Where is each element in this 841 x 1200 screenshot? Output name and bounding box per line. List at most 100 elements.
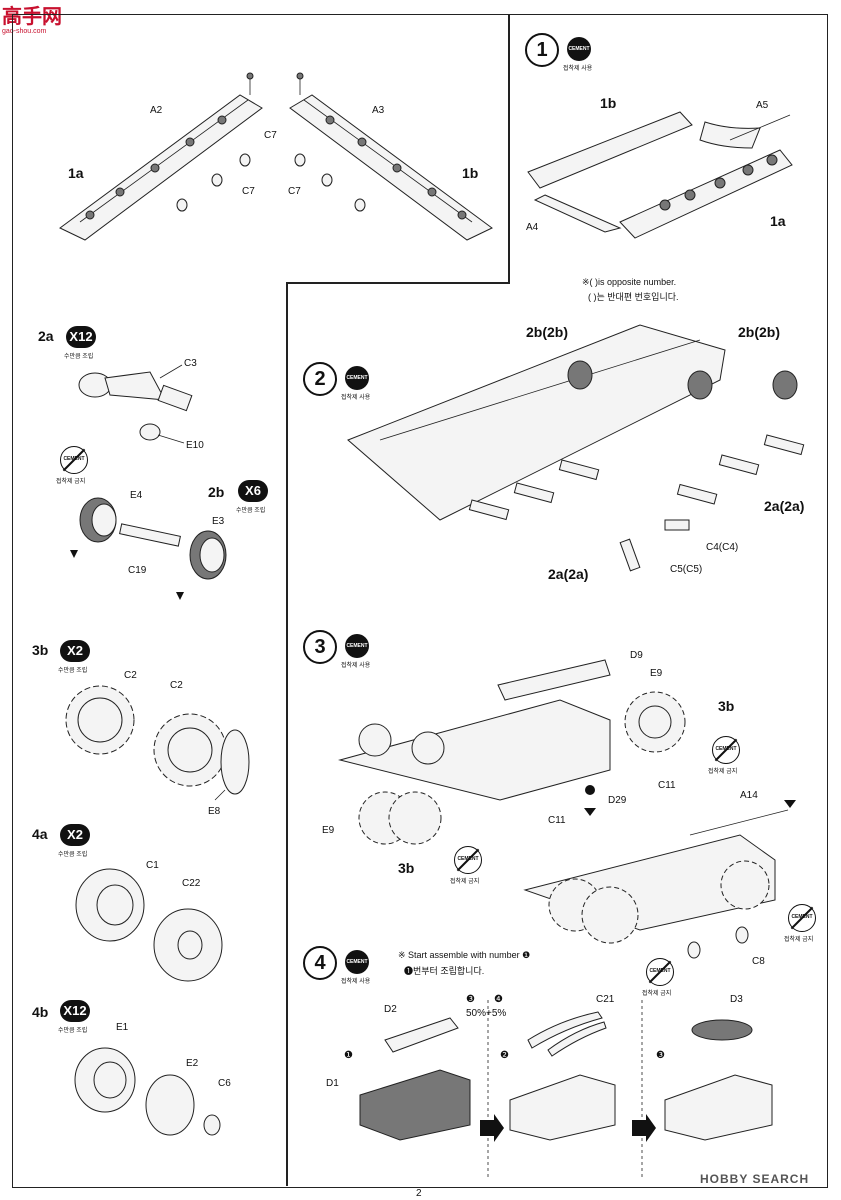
step1-label-a4: A4 xyxy=(526,222,539,233)
step3-part-d9: D9 xyxy=(630,650,643,661)
sub2b-part-e3: E3 xyxy=(212,516,225,527)
sub4b-part-e2: E2 xyxy=(186,1058,199,1069)
step4-note-en: ※ Start assemble with number ❶ xyxy=(398,950,531,960)
cement-icon-step4: CEMENT xyxy=(345,950,369,974)
step2-label-2b-left: 2b(2b) xyxy=(526,324,568,340)
step3-label-3b-right: 3b xyxy=(718,698,735,714)
page-number: 2 xyxy=(416,1188,422,1199)
divider-vertical-top xyxy=(508,14,510,282)
brand-logo: 高手网 gao-shou.com xyxy=(2,6,62,35)
no-cement-caption-3-left: 접착제 금지 xyxy=(450,879,480,885)
step1-plates-drawing xyxy=(59,72,493,241)
sub2b-multiplier-badge: X6 xyxy=(238,480,268,502)
sub4a-build-caption: 수만큼 조립 xyxy=(58,852,88,858)
step4-subnum-3: ❸ xyxy=(656,1050,665,1061)
cement-use-caption-step3: 접착제 사용 xyxy=(341,663,371,669)
step1-number: 1 xyxy=(525,33,559,67)
cement-use-caption-step1: 접착제 사용 xyxy=(563,66,593,72)
sub1a-label: 1a xyxy=(68,165,84,181)
sub4b-part-e1: E1 xyxy=(116,1022,129,1033)
step4-mark-3: ❸ xyxy=(466,994,475,1005)
cement-icon-step2: CEMENT xyxy=(345,366,369,390)
cement-use-caption-step2: 접착제 사용 xyxy=(341,395,371,401)
step4-part-c21: C21 xyxy=(596,994,615,1005)
step1-label-1b: 1b xyxy=(600,95,617,111)
step3-part-e9-left: E9 xyxy=(322,825,335,836)
step2-label-2b-right: 2b(2b) xyxy=(738,324,780,340)
brand-logo-sub: gao-shou.com xyxy=(2,28,47,35)
page-frame xyxy=(12,14,828,1188)
step4-mark-4: ❹ xyxy=(494,994,503,1005)
no-cement-icon-3-c8: CEMENT xyxy=(788,904,816,932)
sub3b-part-c2-1: C2 xyxy=(124,670,137,681)
sub4a-part-c1: C1 xyxy=(146,860,159,871)
no-cement-icon-2a: CEMENT xyxy=(60,446,88,474)
step2-part-c5: C5(C5) xyxy=(670,564,703,575)
step3-part-e9-right: E9 xyxy=(650,668,663,679)
sub3b-build-caption: 수만큼 조립 xyxy=(58,668,88,674)
no-cement-icon-3-right: CEMENT xyxy=(712,736,740,764)
step2-label-2a-right: 2a(2a) xyxy=(764,498,805,514)
watermark: HOBBY SEARCH xyxy=(700,1172,810,1186)
sub2a-build-caption: 수만큼 조립 xyxy=(64,354,94,360)
sub2b-label: 2b xyxy=(208,484,225,500)
step4-part-d3: D3 xyxy=(730,994,743,1005)
part-c7-label-2: C7 xyxy=(242,186,255,197)
no-cement-icon-3-left: CEMENT xyxy=(454,846,482,874)
sub4b-label: 4b xyxy=(32,1004,49,1020)
step3-part-c11-left: C11 xyxy=(548,815,566,826)
sub4b-build-caption: 수만큼 조립 xyxy=(58,1028,88,1034)
step2-label-2a-bottom: 2a(2a) xyxy=(548,566,589,582)
divider-vertical-left xyxy=(286,282,288,1186)
no-cement-caption-3-bottom: 접착제 금지 xyxy=(642,991,672,997)
step4-subnum-2: ❷ xyxy=(500,1050,509,1061)
sub2b-part-e4: E4 xyxy=(130,490,143,501)
cement-icon-step3: CEMENT xyxy=(345,634,369,658)
step1-hull-drawing xyxy=(527,111,793,239)
note-opposite-ko: ( )는 반대편 번호입니다. xyxy=(588,292,679,302)
brand-logo-text: 高手网 xyxy=(2,6,62,28)
sub4a-multiplier-badge: X2 xyxy=(60,824,90,846)
part-a3-label: A3 xyxy=(372,105,385,116)
sub4b-multiplier-badge: X12 xyxy=(60,1000,90,1022)
sub3b-part-c2-2: C2 xyxy=(170,680,183,691)
sub2a-part-e10: E10 xyxy=(186,440,204,451)
step4-part-d2: D2 xyxy=(384,1004,397,1015)
step4-ratio: 50%+5% xyxy=(466,1008,507,1019)
step3-part-d29: D29 xyxy=(608,795,627,806)
part-a2-label: A2 xyxy=(150,105,163,116)
sub2b-part-c19: C19 xyxy=(128,565,147,576)
step1-label-a5: A5 xyxy=(756,100,769,111)
cement-icon-step1: CEMENT xyxy=(567,37,591,61)
sub3b-label: 3b xyxy=(32,642,49,658)
sub2a-part-c3: C3 xyxy=(184,358,197,369)
no-cement-caption-3-c8: 접착제 금지 xyxy=(784,937,814,943)
no-cement-caption-2a: 접착제 금지 xyxy=(56,479,86,485)
sub2a-label: 2a xyxy=(38,328,54,344)
step3-number: 3 xyxy=(303,630,337,664)
step3-label-3b-left: 3b xyxy=(398,860,415,876)
note-opposite-en: ※( )is opposite number. xyxy=(582,277,677,287)
no-cement-icon-3-bottom: CEMENT xyxy=(646,958,674,986)
part-c7-label-3: C7 xyxy=(288,186,301,197)
divider-horizontal xyxy=(286,282,510,284)
step4-part-d1: D1 xyxy=(326,1078,339,1089)
sub2a-multiplier-badge: X12 xyxy=(66,326,96,348)
step3-part-a14: A14 xyxy=(740,790,758,801)
sub1b-label: 1b xyxy=(462,165,479,181)
step2-number: 2 xyxy=(303,362,337,396)
step4-note-ko: ❶번부터 조립합니다. xyxy=(404,966,485,976)
sub4a-label: 4a xyxy=(32,826,48,842)
sub4b-part-c6: C6 xyxy=(218,1078,231,1089)
step1-label-1a: 1a xyxy=(770,213,786,229)
no-cement-caption-3-right: 접착제 금지 xyxy=(708,769,738,775)
sub2b-build-caption: 수만큼 조립 xyxy=(236,508,266,514)
